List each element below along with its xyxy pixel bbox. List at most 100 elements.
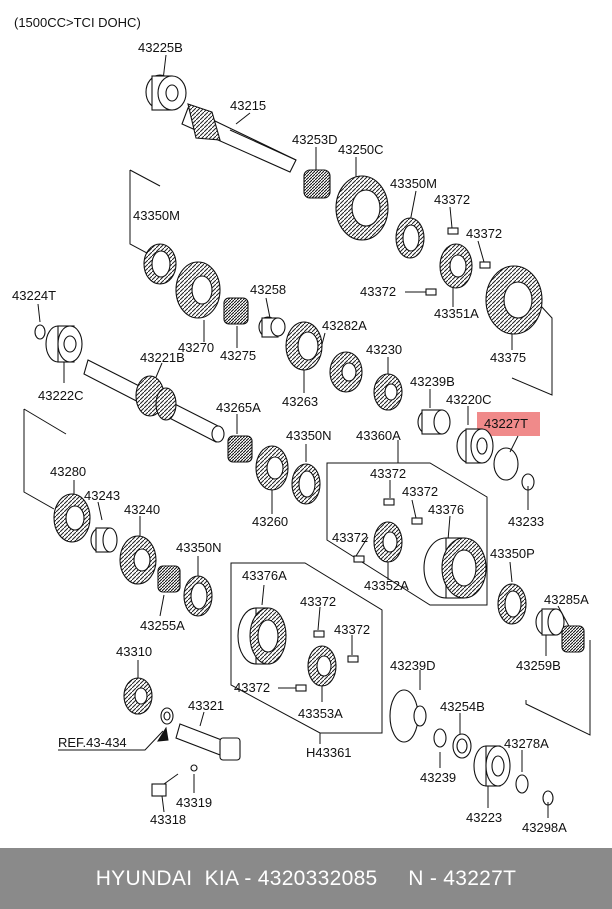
gear-43260 [255, 445, 289, 491]
footer-text: HYUNDAI KIA - 4320332085 N - 43227T [95, 866, 517, 890]
keys-43372-middle [353, 498, 423, 563]
label-43215: 43215 [230, 98, 266, 113]
label-43221B: 43221B [140, 350, 185, 365]
gear-43375 [485, 265, 543, 335]
ring-43224T [34, 324, 46, 340]
gear-43270 [175, 261, 221, 319]
ring-43233 [521, 473, 535, 491]
label-43350P: 43350P [490, 546, 535, 561]
shaft-43321 [175, 723, 241, 761]
label-43240: 43240 [124, 502, 160, 517]
label-43350M-right: 43350M [390, 176, 437, 191]
leader-lines [23, 54, 591, 818]
label-43225B: 43225B [138, 40, 183, 55]
label-43372-i: 43372 [234, 680, 270, 695]
synchro-ring-43350M-upper [395, 217, 425, 259]
label-43372-f: 43372 [332, 530, 368, 545]
gear-43263 [285, 321, 323, 371]
bolt-43318 [151, 773, 179, 797]
bushing-43259B [535, 608, 565, 636]
label-43376A: 43376A [242, 568, 287, 583]
label-43265A: 43265A [216, 400, 261, 415]
gear-43240 [119, 535, 157, 585]
label-43220C: 43220C [446, 392, 492, 407]
label-43353A: 43353A [298, 706, 343, 721]
label-43298A: 43298A [522, 820, 567, 835]
needle-bearing-43285A [561, 625, 585, 653]
synchro-ring-43350P [497, 583, 527, 625]
snap-ring-43227T [493, 447, 519, 481]
label-43250C: 43250C [338, 142, 384, 157]
label-43239B: 43239B [410, 374, 455, 389]
hub-43353A [307, 645, 337, 687]
label-43259B: 43259B [516, 658, 561, 673]
engine-note: (1500CC>TCI DOHC) [14, 15, 141, 30]
label-43230: 43230 [366, 342, 402, 357]
washer-43254B [452, 733, 472, 759]
label-43350N-lower: 43350N [176, 540, 222, 555]
label-43372-b: 43372 [466, 226, 502, 241]
ball-43319 [190, 764, 198, 772]
label-43243: 43243 [84, 488, 120, 503]
synchro-ring-43350N-upper [291, 463, 321, 505]
bearing-43225B [145, 74, 187, 111]
label-43254B: 43254B [440, 699, 485, 714]
label-43372-a: 43372 [434, 192, 470, 207]
hub-43352A [373, 521, 403, 563]
gear-43310 [123, 677, 153, 715]
label-43223: 43223 [466, 810, 502, 825]
label-43263: 43263 [282, 394, 318, 409]
hub-43351A [439, 243, 473, 289]
needle-bearing-43253D [303, 169, 331, 199]
label-43372-h: 43372 [334, 622, 370, 637]
gear-43230 [373, 373, 403, 411]
gear-43280 [53, 493, 91, 543]
needle-bearing-43275 [223, 297, 249, 325]
bushing-43243 [90, 527, 118, 553]
label-43319: 43319 [176, 795, 212, 810]
needle-bearing-43265A [227, 435, 253, 463]
label-43258: 43258 [250, 282, 286, 297]
keys-43372-upper [425, 227, 491, 296]
label-ref-43-434: REF.43-434 [58, 735, 127, 750]
label-43351A: 43351A [434, 306, 479, 321]
label-43372-g: 43372 [300, 594, 336, 609]
needle-bearing-43255A [157, 565, 181, 593]
label-43352A: 43352A [364, 578, 409, 593]
label-43285A: 43285A [544, 592, 589, 607]
exploded-parts-diagram: (1500CC>TCI DOHC) [12, 15, 591, 835]
label-43278A: 43278A [504, 736, 549, 751]
part-labels: 43225B 43215 43253D 43250C 43350M 43350M… [12, 40, 589, 835]
shaft-43221B [83, 359, 225, 443]
gear-43282A [329, 351, 363, 393]
sleeve-43376 [423, 537, 487, 599]
label-43222C: 43222C [38, 388, 84, 403]
label-43321: 43321 [188, 698, 224, 713]
synchro-ring-43350N-lower [183, 575, 213, 617]
shaft-43215 [181, 103, 297, 173]
label-43372-c: 43372 [360, 284, 396, 299]
label-43239D: 43239D [390, 658, 436, 673]
label-43260: 43260 [252, 514, 288, 529]
label-43270: 43270 [178, 340, 214, 355]
part-shapes [34, 74, 585, 806]
flange-43239D [389, 689, 427, 743]
diagram-svg: (1500CC>TCI DOHC) [12, 15, 591, 835]
keys-43372-lower [295, 630, 359, 692]
label-43233: 43233 [508, 514, 544, 529]
washer-ref [160, 707, 174, 725]
label-43227T: 43227T [484, 416, 528, 431]
label-43282A: 43282A [322, 318, 367, 333]
ring-43239 [433, 728, 447, 748]
label-43275: 43275 [220, 348, 256, 363]
label-43350M-left: 43350M [133, 208, 180, 223]
bearing-43222C [45, 325, 83, 363]
label-43372-d: 43372 [370, 466, 406, 481]
bushing-43239B [417, 409, 451, 435]
label-43360A: 43360A [356, 428, 401, 443]
bearing-43223 [473, 745, 511, 787]
sleeve-43376A [237, 607, 287, 665]
label-43375: 43375 [490, 350, 526, 365]
label-H43361: H43361 [306, 745, 352, 760]
footer-bar: HYUNDAI KIA - 4320332085 N - 43227T [0, 848, 612, 909]
